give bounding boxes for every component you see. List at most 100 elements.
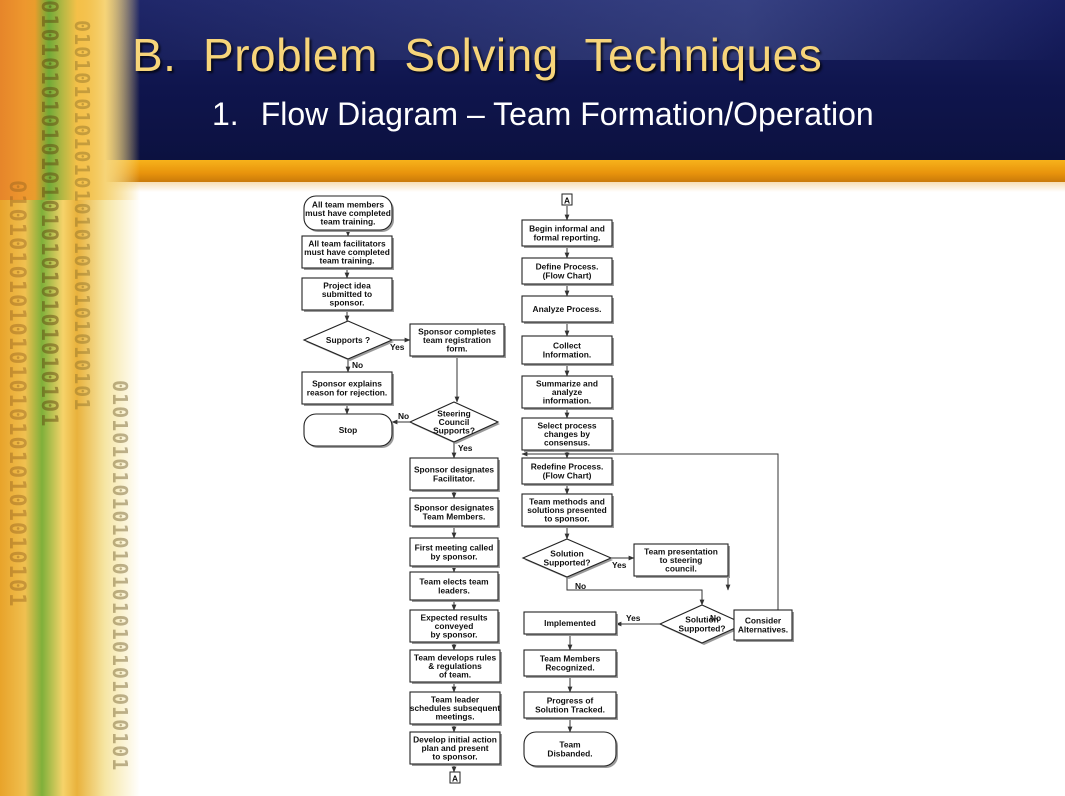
flow-node-text: schedules subsequent [410, 703, 500, 713]
process-box [301, 277, 393, 311]
flow-node-text: to steering [660, 555, 703, 565]
flow-node-text: meetings. [435, 712, 474, 722]
decision-diamond [408, 401, 500, 443]
flow-node-text: council. [665, 564, 697, 574]
accent-stripe-fade [0, 182, 1065, 192]
flow-node-text: Supported? [679, 623, 726, 633]
flow-node-text: Redefine Process. [531, 462, 604, 472]
connector-box [561, 193, 573, 206]
flow-node-text: Steering [437, 408, 471, 418]
binary-decoration: 010101010101010101010101010101 [70, 20, 94, 412]
flow-node-text: by sponsor. [430, 630, 477, 640]
process-box [521, 375, 613, 409]
process-box [409, 609, 499, 643]
flow-node-text: Consider [745, 616, 782, 626]
flow-node-text: Disbanded. [547, 748, 592, 758]
subtitle-text: Flow Diagram – Team Formation/Operation [260, 96, 874, 132]
flow-node-text: consensus. [544, 438, 590, 448]
binary-decoration: 010101010101010101010101010101 [108, 380, 132, 772]
process-box [733, 609, 793, 641]
flow-node-text: First meeting called [415, 543, 494, 553]
edge-label: Yes [390, 342, 405, 352]
flow-node-text: plan and present [421, 743, 488, 753]
process-box [521, 295, 613, 323]
flow-node-text: information. [543, 396, 591, 406]
decision-diamond [658, 604, 746, 644]
flow-node-text: formal reporting. [533, 232, 600, 242]
flow-node-text: (Flow Chart) [543, 270, 592, 280]
flow-node-text: Sponsor designates [414, 503, 494, 513]
flow-node: Define Process.(Flow Chart) [521, 257, 614, 286]
connector-a: A [561, 193, 573, 206]
flow-node-text: must have completed [305, 208, 391, 218]
flow-node-text: Supports? [433, 426, 475, 436]
left-decor-panel-top [0, 0, 140, 200]
flow-node-text: Team methods and [529, 496, 605, 506]
flow-node-text: to sponsor. [544, 514, 589, 524]
edge-label: No [398, 411, 409, 421]
flow-node-text: Team presentation [644, 546, 718, 556]
flow-node-text: (Flow Chart) [543, 470, 592, 480]
flow-node-text: Sponsor designates [414, 465, 494, 475]
flow-node-text: must have completed [304, 247, 390, 257]
edge-label: Yes [626, 613, 641, 623]
header-glow [0, 0, 1065, 60]
terminal-box [303, 195, 393, 231]
flow-node-text: Solution [685, 615, 719, 625]
flow-node-text: changes by [544, 429, 590, 439]
edge-label: Yes [612, 560, 627, 570]
flow-node-text: Alternatives. [738, 624, 788, 634]
connector-label: A [564, 196, 570, 206]
flow-node-text: Team Members [540, 654, 601, 664]
process-box [409, 323, 505, 357]
flow-node-text: Supported? [544, 557, 591, 567]
flow-node-text: solutions presented [527, 505, 607, 515]
process-box [521, 335, 613, 365]
flow-node: Stop [303, 413, 394, 448]
flow-node-text: Facilitator. [433, 473, 475, 483]
flow-node-text: Define Process. [536, 262, 599, 272]
flow-arrow [521, 451, 779, 610]
connector-a: A [449, 771, 461, 784]
process-box [409, 691, 501, 725]
flow-node-text: team training. [320, 256, 375, 266]
process-box [521, 257, 613, 285]
flow-node-text: Sponsor explains [312, 379, 382, 389]
process-box [409, 649, 501, 683]
flow-node-text: conveyed [435, 621, 474, 631]
process-box [521, 493, 613, 527]
flow-node-text: & regulations [428, 661, 482, 671]
flow-node-text: Solution [550, 549, 584, 559]
flow-node-text: leaders. [438, 585, 470, 595]
flow-node-text: Progress of [547, 696, 594, 706]
flow-node-text: Supports ? [326, 335, 370, 345]
decision-diamond [302, 320, 394, 360]
flow-node-text: sponsor. [330, 298, 365, 308]
flow-node-text: team training. [321, 217, 376, 227]
flow-node-text: submitted to [322, 289, 372, 299]
flow-node-text: team registration [423, 335, 491, 345]
edge-label: No [575, 581, 586, 591]
flow-node-text: reason for rejection. [307, 387, 388, 397]
flow-node-text: Team develops rules [414, 652, 497, 662]
subtitle-number: 1. [212, 96, 239, 132]
process-box [409, 731, 501, 765]
